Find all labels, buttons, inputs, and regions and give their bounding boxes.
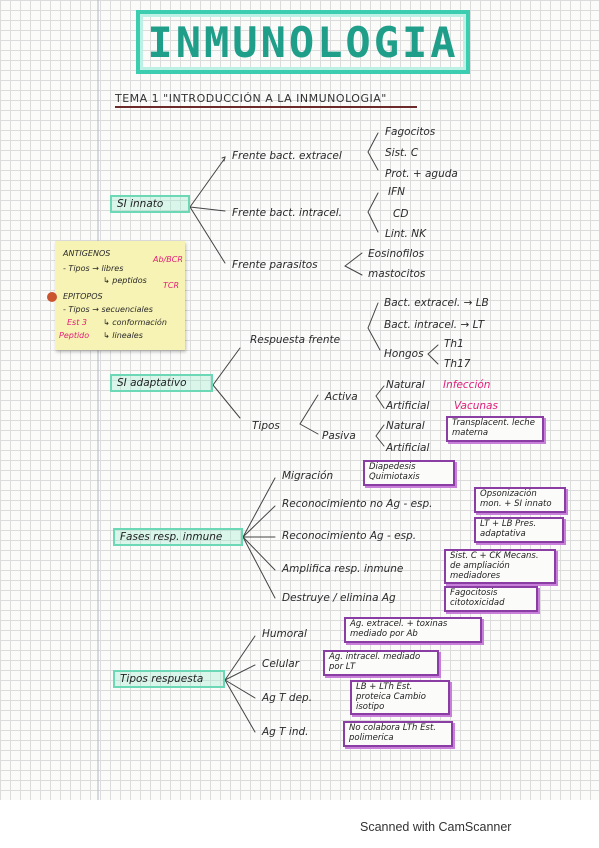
adapt-th17: Th17: [444, 358, 471, 370]
innato-branch-3: Frente parasitos: [232, 259, 318, 271]
sticky-peptidos-tag: TCR: [163, 281, 180, 290]
si-adaptativo-box: SI adaptativo: [110, 374, 213, 392]
adapt-activa-natural-note: Infección: [443, 379, 491, 391]
innato-branch-1: Frente bact. extracel: [232, 150, 342, 162]
sticky-epitopos: EPITOPOS: [63, 292, 103, 301]
adapt-pasiva: Pasiva: [322, 430, 356, 442]
adapt-respuesta-frente: Respuesta frente: [250, 334, 341, 346]
fase-3-note: LT + LB Pres. adaptativa: [474, 517, 564, 543]
tipo-resp-4: Ag T ind.: [262, 726, 309, 738]
fase-5-note: Fagocitosis citotoxicidad: [444, 586, 538, 612]
adapt-tipos: Tipos: [252, 420, 280, 432]
fase-4: Amplifica resp. inmune: [282, 563, 404, 575]
tipo-resp-3: Ag T dep.: [262, 692, 313, 704]
sticky-lineales: ↳ lineales: [103, 331, 143, 340]
sticky-est3: Est 3: [67, 318, 87, 327]
fases-box: Fases resp. inmune: [113, 528, 243, 546]
adapt-pasiva-natural: Natural: [386, 420, 425, 432]
adapt-th1: Th1: [444, 338, 464, 350]
margin-line: [97, 0, 99, 800]
tipos-respuesta-box: Tipos respuesta: [113, 670, 225, 688]
tipo-resp-4-note: No colabora LTh Est. polimerica: [343, 721, 453, 747]
tipo-resp-2: Celular: [262, 658, 300, 670]
scanner-watermark: Scanned with CamScanner: [360, 820, 512, 834]
connector-lines: [189, 132, 439, 733]
adapt-pasiva-artificial: Artificial: [386, 442, 430, 454]
tipo-resp-2-note: Ag. intracel. mediado por LT: [323, 650, 439, 676]
innato-b3-item-2: mastocitos: [368, 268, 426, 280]
innato-b1-item-2: Sist. C: [385, 147, 419, 159]
title-box: INMUNOLOGIA: [136, 10, 470, 74]
sticky-antigenos: ANTIGENOS: [63, 249, 111, 258]
innato-branch-2: Frente bact. intracel.: [232, 207, 342, 219]
si-innato-box: SI innato: [110, 195, 190, 213]
subtitle: TEMA 1 "INTRODUCCIÓN A LA INMUNOLOGIA": [115, 92, 387, 105]
notebook-page: [0, 0, 599, 800]
fase-4-note: Sist. C + CK Mecans. de ampliación media…: [444, 549, 556, 585]
sticky-peptido: Peptido: [59, 331, 90, 340]
sticky-antigenos-tag: Ab/BCR: [153, 255, 183, 264]
tipo-resp-1-note: Ag. extracel. + toxinas mediado por Ab: [344, 617, 482, 643]
fase-2: Reconocimiento no Ag - esp.: [282, 498, 433, 510]
subtitle-underline: [115, 106, 417, 108]
adapt-activa-artificial: Artificial: [386, 400, 430, 412]
adapt-activa-natural: Natural: [386, 379, 425, 391]
fase-5: Destruye / elimina Ag: [282, 592, 396, 604]
adapt-pasiva-natural-note: Transplacent. leche materna: [446, 416, 544, 442]
sticky-note: ANTIGENOS Ab/BCR - Tipos → libres ↳ pept…: [47, 241, 185, 350]
sticky-peptidos: ↳ peptidos: [103, 276, 147, 285]
fase-1: Migración: [282, 470, 334, 482]
adapt-resp-item-2: Bact. intracel. → LT: [384, 319, 485, 331]
page-title: INMUNOLOGIA: [147, 17, 459, 67]
tipo-resp-1: Humoral: [262, 628, 307, 640]
innato-b2-item-1: IFN: [388, 186, 405, 198]
innato-b2-item-3: Lint. NK: [385, 228, 426, 240]
adapt-resp-item-1: Bact. extracel. → LB: [384, 297, 489, 309]
innato-b1-item-3: Prot. + aguda: [385, 168, 458, 180]
adapt-activa-artificial-note: Vacunas: [454, 400, 498, 412]
tipo-resp-3-note: LB + LTh Est. proteica Cambio isotipo: [350, 680, 450, 716]
sticky-tipos-libres: - Tipos → libres: [63, 264, 124, 273]
adapt-resp-item-3: Hongos: [384, 348, 424, 360]
pin-icon: [47, 292, 57, 302]
innato-b2-item-2: CD: [393, 208, 409, 220]
fase-2-note: Opsonización mon. + SI innato: [474, 487, 566, 513]
innato-b3-item-1: Eosinofilos: [368, 248, 425, 260]
fase-3: Reconocimiento Ag - esp.: [282, 530, 417, 542]
innato-b1-item-1: Fagocitos: [385, 126, 436, 138]
sticky-tipos-secuencial: - Tipos → secuenciales: [63, 305, 153, 314]
adapt-activa: Activa: [325, 391, 358, 403]
fase-1-note: Diapedesis Quimiotaxis: [363, 460, 455, 486]
sticky-conformacion: ↳ conformación: [103, 318, 167, 327]
